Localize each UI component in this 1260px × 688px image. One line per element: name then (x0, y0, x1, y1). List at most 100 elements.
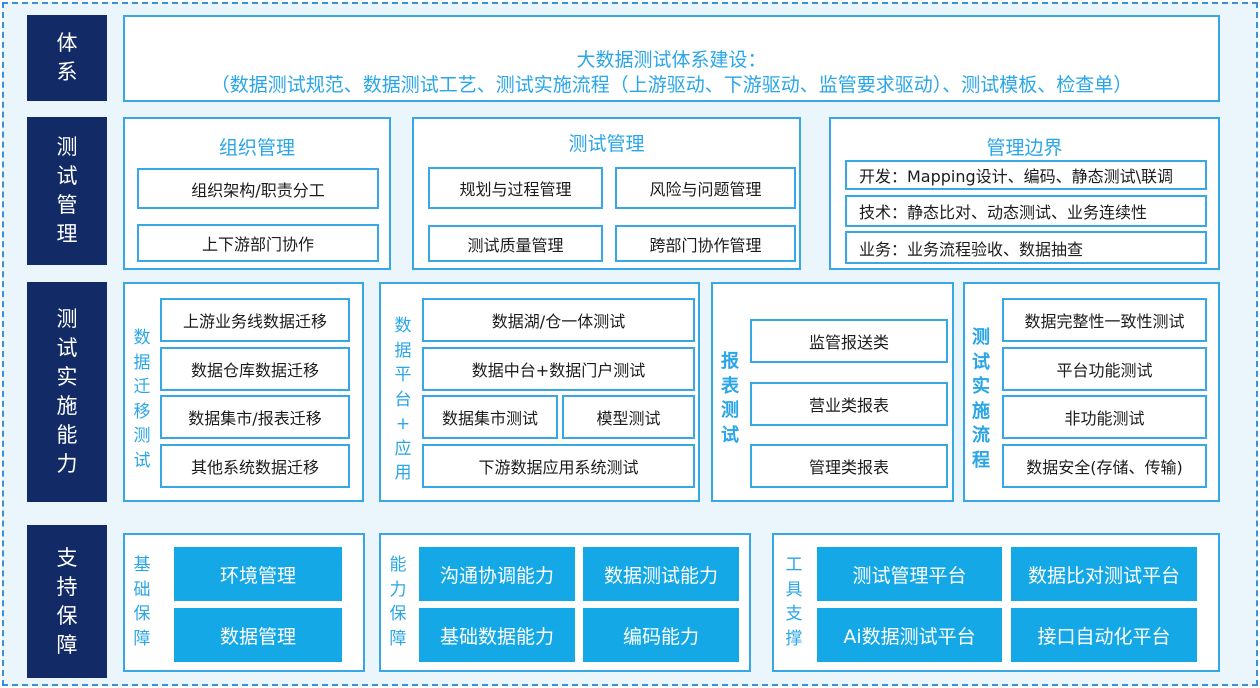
vertical-char: 障 (389, 628, 407, 649)
vertical-char: 平 (394, 365, 412, 385)
org-management-panel: 组织管理 组织架构/职责分工 上下游部门协作 (123, 117, 391, 270)
report-item-management: 管理类报表 (750, 444, 948, 488)
platform-item-middle-office: 数据中台+数据门户测试 (422, 347, 695, 391)
vertical-text: 测试实施能力 (55, 305, 79, 479)
vertical-char: 试 (133, 450, 151, 471)
vertical-text: 测试实施流程 (970, 326, 992, 473)
vertical-char: 报 (721, 351, 739, 372)
vertical-char: 持 (56, 574, 78, 599)
test-process-panel: 测试实施流程 数据完整性一致性测试 平台功能测试 非功能测试 数据安全(存储、传… (963, 282, 1220, 502)
platform-item-model: 模型测试 (562, 395, 695, 439)
vertical-char: 体 (56, 31, 78, 55)
boundary-item-dev: 开发：Mapping设计、编码、静态测试\联调 (845, 160, 1207, 190)
vertical-text: 报表测试 (719, 350, 741, 448)
vertical-char: 障 (56, 632, 78, 657)
process-item-functional: 平台功能测试 (1002, 347, 1207, 391)
vertical-char: 测 (972, 327, 990, 348)
vertical-char: 试 (721, 424, 739, 446)
vertical-char: 保 (133, 604, 151, 624)
ability-item-basic-data: 基础数据能力 (419, 608, 575, 662)
vertical-char: 台 (394, 389, 412, 410)
report-item-business: 营业类报表 (750, 382, 948, 426)
tool-item-ai-testing: Ai数据测试平台 (817, 608, 1002, 662)
vertical-char: 能 (389, 555, 407, 575)
test-mgmt-item-cross-dept: 跨部门协作管理 (615, 225, 796, 262)
vertical-char: 实 (972, 376, 990, 397)
platform-item-downstream: 下游数据应用系统测试 (422, 444, 695, 488)
test-mgmt-item-quality: 测试质量管理 (428, 225, 603, 262)
basic-support-label: 基础保障 (131, 553, 153, 651)
system-line-1: 大数据测试体系建设： (576, 49, 767, 71)
row-label-system: 体系 (27, 15, 107, 101)
vertical-char: 支 (785, 604, 803, 624)
system-panel: 大数据测试体系建设： （数据测试规范、数据测试工艺、测试实施流程（上游驱动、下游… (123, 15, 1220, 102)
vertical-char: 保 (389, 604, 407, 624)
vertical-char: 管 (56, 193, 78, 217)
vertical-char: 表 (721, 375, 739, 397)
migration-item-other: 其他系统数据迁移 (160, 444, 350, 488)
row-label-management: 测试管理 (27, 117, 107, 265)
tool-support-panel: 工具支撑 测试管理平台 数据比对测试平台 Ai数据测试平台 接口自动化平台 (772, 533, 1220, 672)
vertical-text: 能力保障 (387, 553, 409, 651)
basic-item-data: 数据管理 (174, 608, 342, 662)
vertical-char: 施 (972, 400, 990, 422)
vertical-text: 工具支撑 (783, 553, 805, 651)
vertical-char: 试 (972, 351, 990, 373)
ability-item-data-testing: 数据测试能力 (583, 547, 739, 601)
ability-item-coding: 编码能力 (583, 608, 739, 662)
vertical-char: 能 (56, 423, 78, 447)
migration-item-warehouse: 数据仓库数据迁移 (160, 347, 350, 391)
vertical-char: 用 (394, 463, 412, 483)
test-management-panel: 测试管理 规划与过程管理 风险与问题管理 测试质量管理 跨部门协作管理 (412, 117, 801, 270)
vertical-char: 测 (56, 135, 78, 159)
boundary-item-business: 业务：业务流程验收、数据抽查 (845, 231, 1207, 264)
data-migration-label: 数据迁移测试 (131, 326, 153, 473)
vertical-char: 试 (56, 336, 78, 360)
platform-item-lakehouse: 数据湖/仓一体测试 (422, 298, 695, 342)
vertical-char: 障 (133, 628, 151, 649)
ability-support-label: 能力保障 (387, 553, 409, 651)
report-item-regulatory: 监管报送类 (750, 319, 948, 363)
vertical-char: 据 (394, 340, 412, 361)
vertical-text: 数据迁移测试 (131, 326, 153, 473)
vertical-char: 试 (56, 164, 78, 188)
vertical-char: 具 (785, 579, 803, 600)
vertical-char: 数 (133, 328, 151, 348)
vertical-char: 保 (56, 603, 78, 628)
boundary-item-tech: 技术：静态比对、动态测试、业务连续性 (845, 195, 1207, 227)
vertical-char: 基 (133, 555, 151, 575)
vertical-char: 础 (133, 579, 151, 600)
vertical-char: 流 (972, 425, 990, 446)
report-testing-panel: 报表测试 监管报送类 营业类报表 管理类报表 (711, 282, 954, 502)
vertical-char: 施 (56, 394, 78, 418)
test-mgmt-item-planning: 规划与过程管理 (428, 167, 603, 209)
process-item-security: 数据安全(存储、传输) (1002, 444, 1207, 488)
tool-item-interface-automation: 接口自动化平台 (1011, 608, 1197, 662)
tool-item-data-comparison: 数据比对测试平台 (1011, 547, 1197, 601)
report-testing-label: 报表测试 (719, 350, 741, 448)
row-label-capability: 测试实施能力 (27, 282, 107, 502)
management-boundary-title: 管理边界 (986, 137, 1063, 159)
vertical-char: 实 (56, 365, 78, 389)
vertical-char: 测 (133, 426, 151, 446)
vertical-char: 系 (56, 60, 78, 84)
vertical-char: 工 (785, 555, 803, 575)
vertical-char: 迁 (133, 377, 151, 397)
vertical-text: 数据平台+应用 (392, 314, 414, 486)
vertical-char: 测 (56, 307, 78, 331)
vertical-char: 力 (389, 579, 407, 600)
data-platform-label: 数据平台+应用 (392, 314, 414, 486)
org-management-title: 组织管理 (218, 137, 295, 159)
vertical-char: 支 (56, 545, 78, 570)
migration-item-mart: 数据集市/报表迁移 (160, 395, 350, 439)
basic-support-panel: 基础保障 环境管理 数据管理 (123, 533, 365, 672)
vertical-char: 测 (721, 400, 739, 421)
vertical-char: + (395, 414, 411, 434)
migration-item-upstream: 上游业务线数据迁移 (160, 298, 350, 342)
test-mgmt-item-risk: 风险与问题管理 (615, 167, 796, 209)
data-platform-panel: 数据平台+应用 数据湖/仓一体测试 数据中台+数据门户测试 数据集市测试 模型测… (379, 282, 700, 502)
ability-item-communication: 沟通协调能力 (419, 547, 575, 601)
data-migration-panel: 数据迁移测试 上游业务线数据迁移 数据仓库数据迁移 数据集市/报表迁移 其他系统… (123, 282, 364, 502)
test-management-title: 测试管理 (568, 133, 645, 155)
test-process-label: 测试实施流程 (970, 326, 992, 473)
